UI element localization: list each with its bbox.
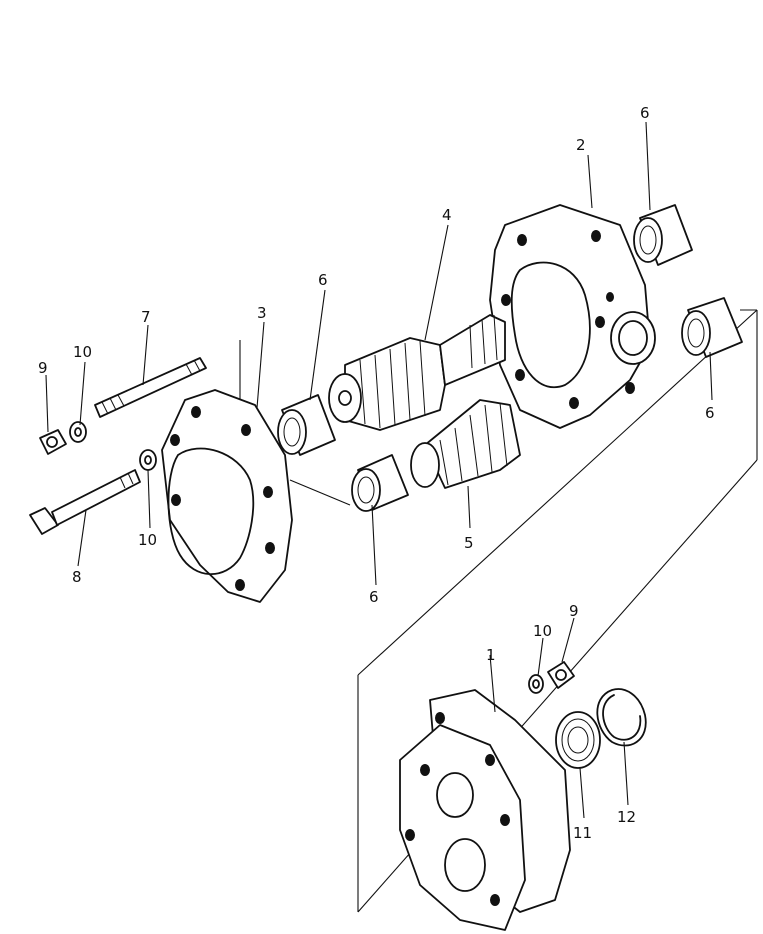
callout-3: 3 (257, 304, 267, 322)
callout-10-lower: 10 (533, 622, 552, 640)
part-4-drive-gear (328, 314, 506, 431)
part-10-washer-c (528, 674, 544, 694)
part-6-bearing-d (681, 297, 743, 358)
part-6-bearing-b (351, 454, 409, 512)
part-10-washer-a (69, 421, 87, 443)
callout-12: 12 (617, 808, 636, 826)
callout-1: 1 (486, 646, 496, 664)
callout-7: 7 (141, 308, 151, 326)
callout-8: 8 (72, 568, 82, 586)
part-1-front-cover (399, 689, 571, 931)
part-5-driven-gear (410, 399, 521, 489)
callout-10-top: 10 (73, 343, 92, 361)
callout-2: 2 (576, 136, 586, 154)
callout-labels: 2 6 4 6 3 7 10 9 6 5 6 10 8 1 10 9 11 12 (38, 104, 715, 842)
callout-9-lower: 9 (569, 602, 579, 620)
part-11-oil-seal (555, 711, 601, 769)
callout-5: 5 (464, 534, 474, 552)
part-3-rear-cover (161, 389, 293, 603)
part-6-bearing-a (277, 394, 336, 456)
callout-6-bottom: 6 (369, 588, 379, 606)
part-2-body (489, 204, 656, 429)
part-10-washer-b (139, 449, 157, 471)
part-6-bearing-c (633, 204, 693, 266)
callout-4: 4 (442, 206, 452, 224)
part-12-snap-ring (596, 688, 647, 747)
callout-10-mid: 10 (138, 531, 157, 549)
callout-6-right: 6 (705, 404, 715, 422)
callout-11: 11 (573, 824, 592, 842)
part-7-stud (94, 357, 207, 418)
callout-6-left: 6 (318, 271, 328, 289)
callout-6-top: 6 (640, 104, 650, 122)
part-8-bolt (29, 469, 141, 535)
part-9-nut-b (547, 661, 575, 689)
leader-lines (45, 121, 713, 819)
part-9-nut-a (39, 429, 67, 455)
callout-9-left: 9 (38, 359, 48, 377)
